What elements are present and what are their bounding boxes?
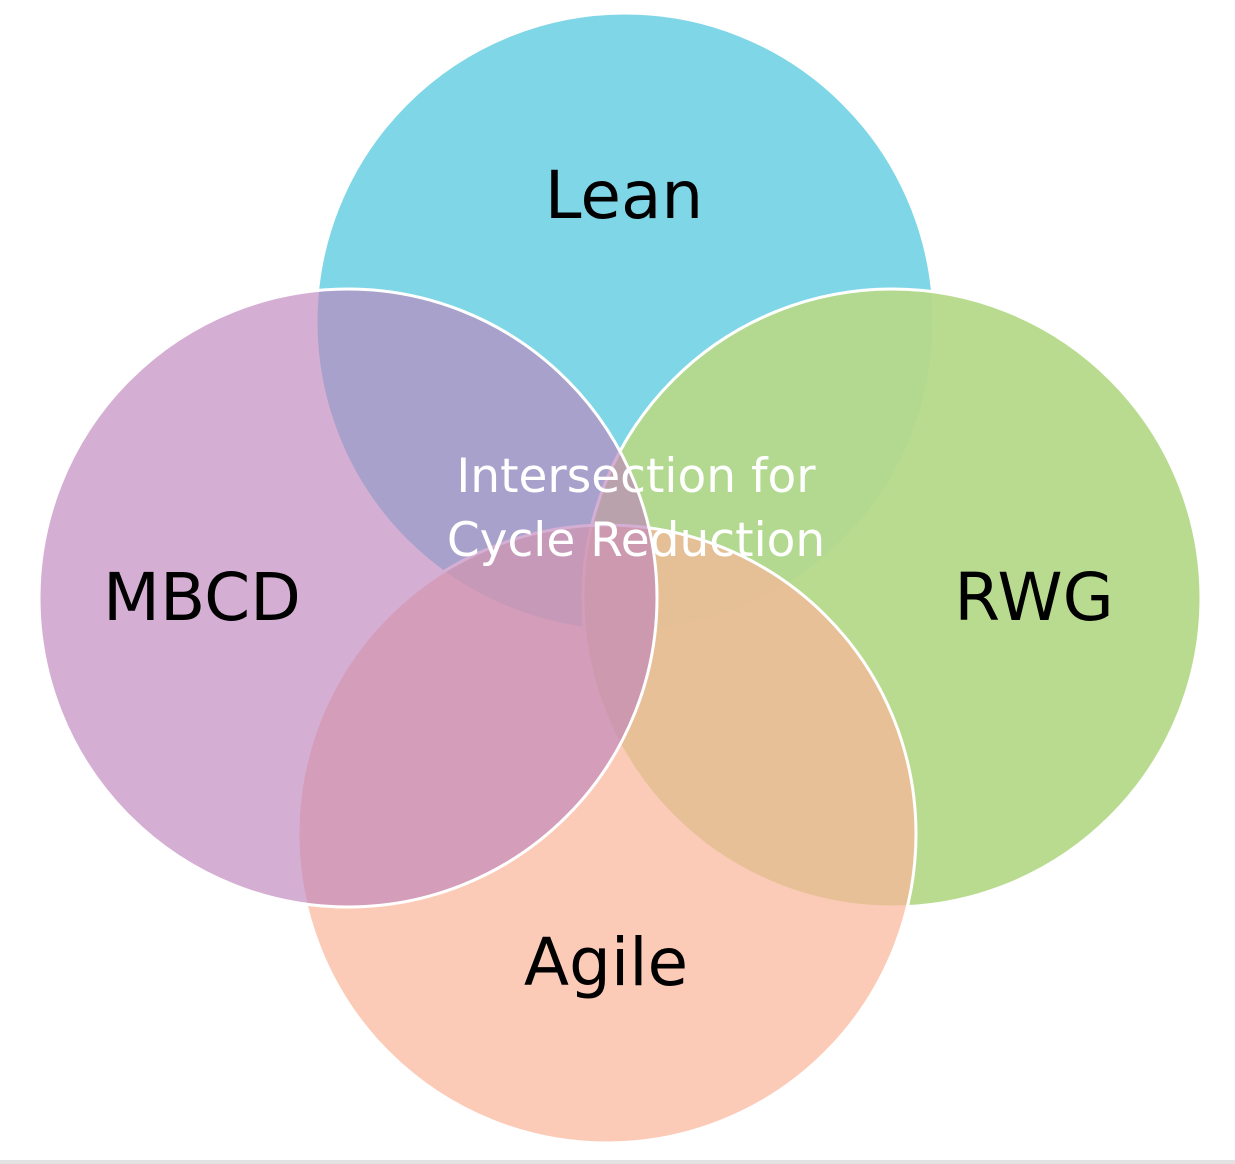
label-lean: Lean (545, 157, 704, 234)
bottom-divider (0, 1160, 1235, 1164)
label-agile: Agile (524, 924, 688, 1001)
center-label-line1: Intersection for (456, 449, 816, 504)
circle-mbcd (37, 287, 659, 909)
label-rwg: RWG (954, 559, 1114, 636)
label-mbcd: MBCD (103, 559, 301, 636)
center-label-line2: Cycle Reduction (447, 513, 825, 568)
